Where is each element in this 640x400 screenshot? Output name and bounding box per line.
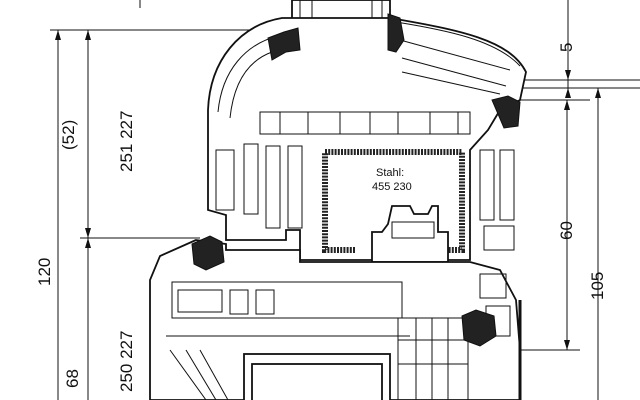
dim-60: 60 bbox=[557, 221, 576, 240]
steel-reinforcement bbox=[322, 149, 465, 263]
sash-profile bbox=[207, 17, 527, 261]
dim-120: 120 bbox=[35, 258, 54, 286]
steel-label: Stahl: bbox=[376, 167, 404, 179]
dim-105: 105 bbox=[588, 272, 607, 300]
dim-5: 5 bbox=[557, 43, 576, 52]
left-dimension-lines bbox=[50, 0, 290, 400]
profile-code-bottom: 250 227 bbox=[117, 331, 136, 392]
gaskets bbox=[191, 13, 521, 347]
frame-profile bbox=[149, 239, 522, 400]
dim-68: 68 bbox=[63, 369, 82, 388]
profile-code-top: 251 227 bbox=[117, 111, 136, 172]
dim-52: (52) bbox=[59, 120, 78, 150]
steel-code: 455 230 bbox=[372, 181, 412, 193]
